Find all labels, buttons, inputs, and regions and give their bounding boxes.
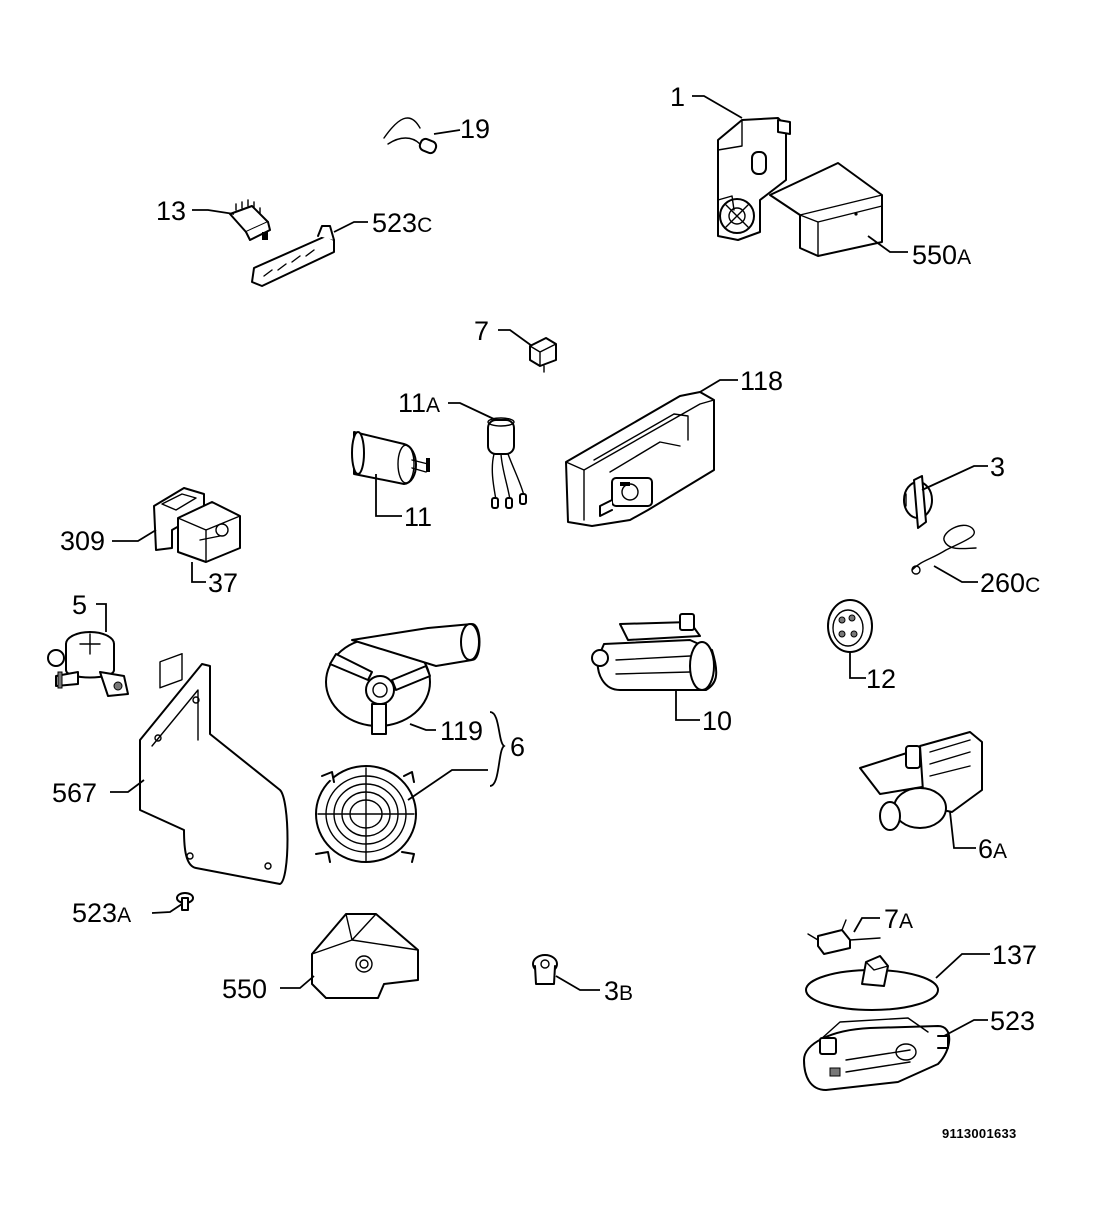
part-550-cover	[311, 913, 419, 999]
part-567-cover	[139, 653, 289, 885]
callout-1: 1	[670, 82, 685, 112]
document-code: 9113001633	[942, 1126, 1017, 1141]
part-19-cable-sleeve	[383, 117, 438, 155]
callout-118: 118	[740, 366, 783, 396]
part-3B-plug	[532, 954, 558, 985]
callout-119: 119	[440, 716, 483, 746]
part-523-float-chamber	[803, 1017, 951, 1091]
part-13-switch	[229, 199, 271, 241]
part-7A-microswitch	[807, 919, 881, 955]
part-6A-pump	[859, 731, 983, 831]
part-523A-screw	[176, 892, 194, 911]
callout-11A: 11A	[398, 388, 440, 418]
callout-523: 523	[990, 1006, 1035, 1036]
callout-550A: 550A	[912, 240, 971, 270]
part-12-knob	[827, 599, 873, 653]
callout-12: 12	[866, 664, 896, 694]
callout-6A: 6A	[978, 834, 1007, 864]
callout-137: 137	[992, 940, 1037, 970]
callout-7: 7	[474, 316, 489, 346]
part-5-valve	[47, 631, 129, 697]
callout-309: 309	[60, 526, 105, 556]
callout-3: 3	[990, 452, 1005, 482]
part-137-float	[805, 955, 939, 1011]
callout-5: 5	[72, 590, 87, 620]
part-11-capacitor	[351, 431, 430, 485]
part-260C-wire-clip	[911, 524, 977, 575]
part-37-switch-block	[177, 501, 241, 563]
callout-523A: 523A	[72, 898, 131, 928]
part-119-fan-housing	[325, 623, 481, 735]
callout-523C: 523C	[372, 208, 432, 238]
callout-3B: 3B	[604, 976, 633, 1006]
part-6-fan	[315, 765, 417, 863]
part-118-housing	[565, 391, 715, 527]
part-550A-box	[769, 162, 883, 257]
part-10-solenoid	[591, 613, 718, 691]
callout-11: 11	[404, 502, 432, 532]
part-1-timer	[717, 117, 791, 241]
part-11A-suppressor	[487, 417, 527, 509]
callout-10: 10	[702, 706, 732, 736]
leader-lines	[96, 95, 990, 1037]
callout-19: 19	[460, 114, 490, 144]
callout-labels: 1 550A 19 13 523C 7 118 11A 11 3 309 37 …	[52, 82, 1040, 1036]
part-523C-bracket	[251, 225, 335, 287]
callout-260C: 260C	[980, 568, 1040, 598]
part-7-clip	[529, 337, 557, 373]
callout-6: 6	[510, 732, 525, 762]
callout-13: 13	[156, 196, 186, 226]
callout-567: 567	[52, 778, 97, 808]
callout-37: 37	[208, 568, 238, 598]
callout-550: 550	[222, 974, 267, 1004]
part-3-plug	[903, 475, 933, 529]
callout-7A: 7A	[884, 904, 913, 934]
